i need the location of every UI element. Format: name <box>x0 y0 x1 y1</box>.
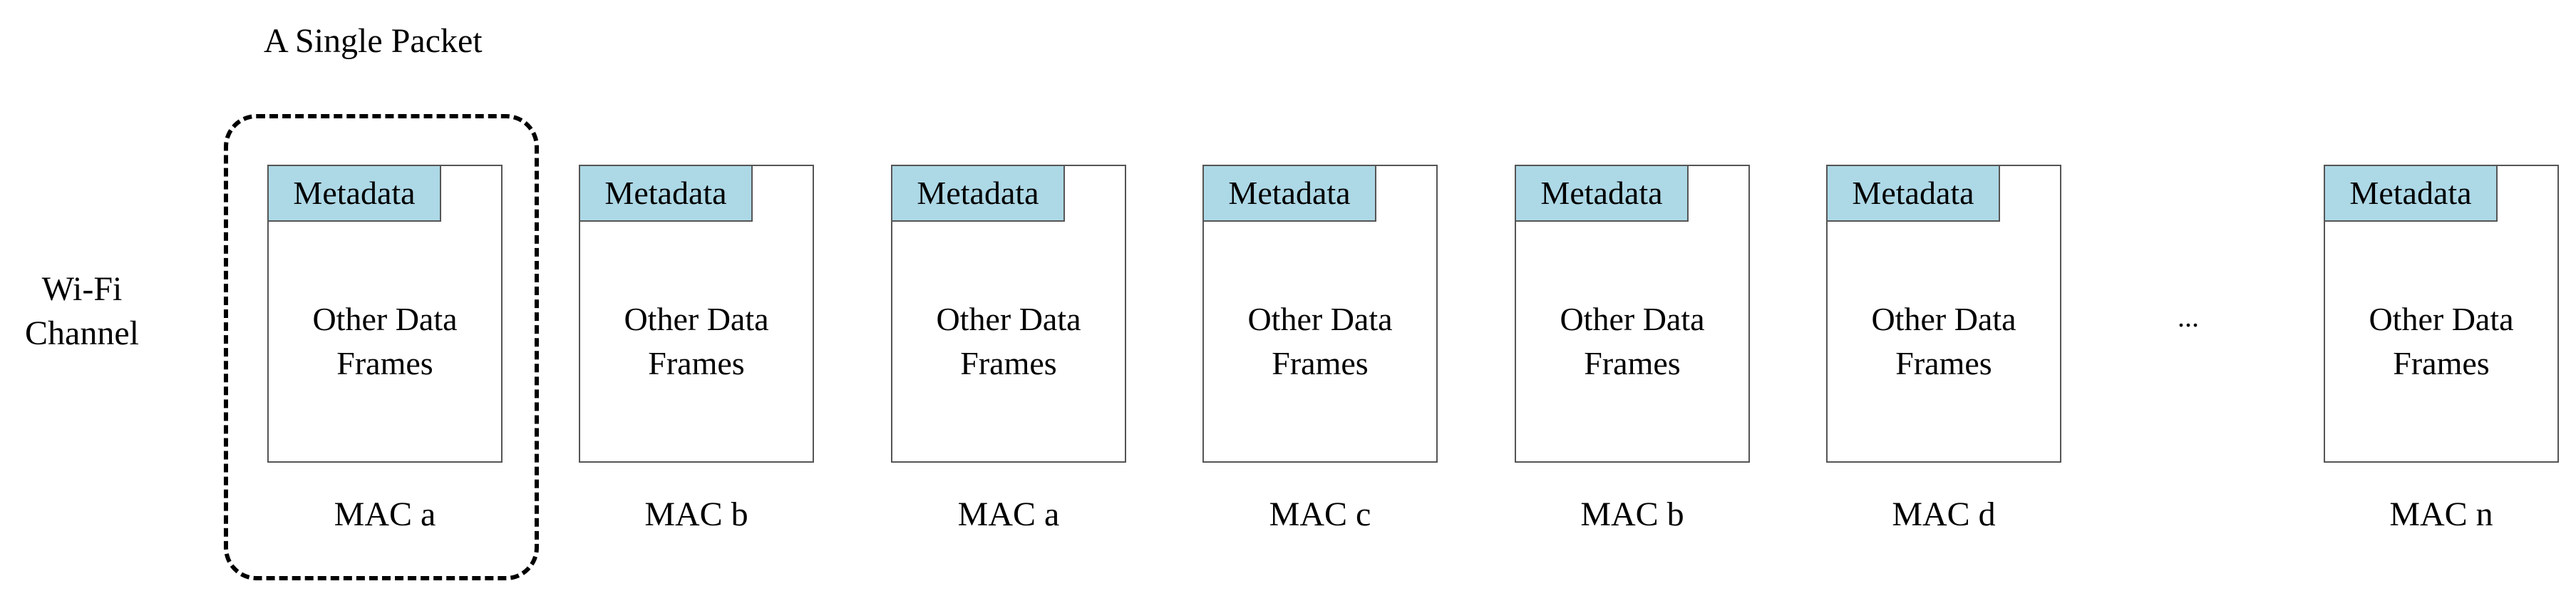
packet-5: Metadata Other Data Frames MAC b <box>1515 0 1750 606</box>
single-packet-highlight <box>224 114 539 580</box>
single-packet-label: A Single Packet <box>264 22 483 60</box>
wifi-channel-label: Wi-Fi Channel <box>11 267 153 356</box>
other-data-line-2: Frames <box>1895 345 1992 381</box>
other-data-line-1: Other Data <box>2369 301 2514 337</box>
mac-label: MAC n <box>2389 495 2493 533</box>
mac-label: MAC a <box>334 495 436 533</box>
metadata-field: Metadata <box>580 166 753 222</box>
other-data-line-1: Other Data <box>1560 301 1705 337</box>
metadata-field: Metadata <box>1516 166 1689 222</box>
frame-box: Metadata Other Data Frames <box>891 165 1126 463</box>
other-data-line-2: Frames <box>336 345 433 381</box>
frame-box: Metadata Other Data Frames <box>1515 165 1750 463</box>
other-data-line-2: Frames <box>1584 345 1681 381</box>
other-data-line-1: Other Data <box>936 301 1081 337</box>
other-data-line-2: Frames <box>2393 345 2490 381</box>
mac-label: MAC d <box>1892 495 1996 533</box>
other-data-line-1: Other Data <box>312 301 458 337</box>
packet-1: Metadata Other Data Frames MAC a <box>267 0 503 606</box>
other-data-frames: Other Data Frames <box>1828 297 2060 386</box>
packet-7: Metadata Other Data Frames MAC n <box>2324 0 2559 606</box>
mac-label: MAC a <box>957 495 1060 533</box>
packet-2: Metadata Other Data Frames MAC b <box>579 0 814 606</box>
metadata-field: Metadata <box>1828 166 2000 222</box>
other-data-line-1: Other Data <box>1871 301 2016 337</box>
frame-box: Metadata Other Data Frames <box>1826 165 2061 463</box>
metadata-field: Metadata <box>2325 166 2498 222</box>
other-data-line-1: Other Data <box>624 301 769 337</box>
packet-4: Metadata Other Data Frames MAC c <box>1202 0 1438 606</box>
other-data-frames: Other Data Frames <box>580 297 813 386</box>
mac-label: MAC c <box>1269 495 1371 533</box>
other-data-line-2: Frames <box>648 345 745 381</box>
other-data-frames: Other Data Frames <box>1204 297 1436 386</box>
channel-label-line-1: Wi-Fi <box>41 270 123 308</box>
other-data-frames: Other Data Frames <box>892 297 1125 386</box>
frame-box: Metadata Other Data Frames <box>2324 165 2559 463</box>
mac-label: MAC b <box>1580 495 1684 533</box>
packet-6: Metadata Other Data Frames MAC d <box>1826 0 2061 606</box>
metadata-field: Metadata <box>269 166 441 222</box>
other-data-line-2: Frames <box>1272 345 1369 381</box>
metadata-field: Metadata <box>1204 166 1376 222</box>
frame-box: Metadata Other Data Frames <box>267 165 503 463</box>
other-data-frames: Other Data Frames <box>269 297 501 386</box>
packet-3: Metadata Other Data Frames MAC a <box>891 0 1126 606</box>
other-data-frames: Other Data Frames <box>1516 297 1748 386</box>
other-data-frames: Other Data Frames <box>2325 297 2557 386</box>
frame-box: Metadata Other Data Frames <box>1202 165 1438 463</box>
other-data-line-2: Frames <box>960 345 1057 381</box>
other-data-line-1: Other Data <box>1247 301 1393 337</box>
channel-label-line-2: Channel <box>25 314 139 352</box>
ellipsis: ... <box>2178 301 2199 333</box>
mac-label: MAC b <box>644 495 748 533</box>
metadata-field: Metadata <box>892 166 1065 222</box>
frame-box: Metadata Other Data Frames <box>579 165 814 463</box>
